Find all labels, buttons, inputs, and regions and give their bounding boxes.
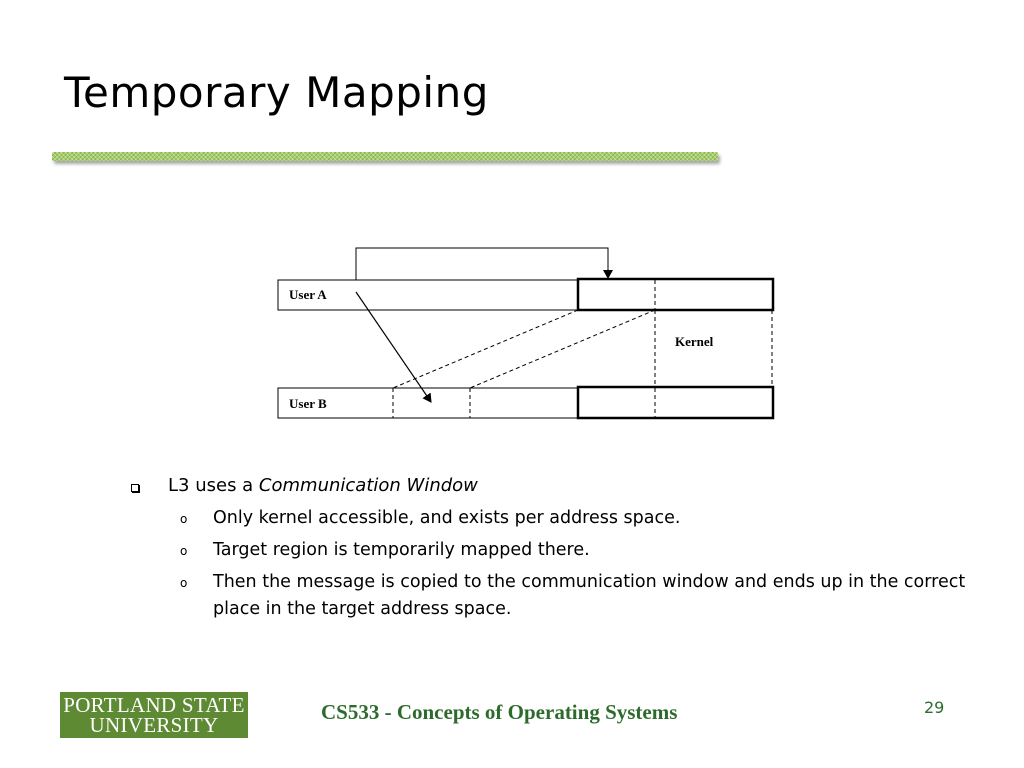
university-logo: PORTLAND STATE UNIVERSITY	[60, 692, 248, 738]
mapping-line-right	[469, 309, 656, 389]
logo-line-2: UNIVERSITY	[89, 713, 219, 737]
sub-bullet-text: Only kernel accessible, and exists per a…	[213, 508, 681, 528]
sub-bullet: o Target region is temporarily mapped th…	[128, 537, 988, 564]
sub-bullet-text: Target region is temporarily mapped ther…	[213, 540, 590, 560]
circle-bullet-icon: o	[180, 576, 188, 590]
copy-arrow	[355, 291, 432, 403]
bullet-list: L3 uses a Communication Window o Only ke…	[128, 473, 988, 628]
bracket-arrow	[355, 247, 613, 280]
user-b-kernel-region	[576, 385, 775, 420]
bullet-main: L3 uses a Communication Window	[128, 473, 988, 499]
circle-bullet-icon: o	[180, 544, 188, 558]
bullet-main-emphasis: Communication Window	[258, 475, 478, 496]
logo-line-1: PORTLAND STATE	[63, 693, 245, 717]
sub-bullet-text: Then the message is copied to the commun…	[213, 572, 966, 619]
user-a-bar	[277, 279, 579, 311]
course-title: CS533 - Concepts of Operating Systems	[321, 700, 678, 724]
sub-bullet: o Then the message is copied to the comm…	[128, 569, 988, 623]
user-a-kernel-region	[576, 277, 775, 312]
page-number: 29	[924, 698, 945, 717]
circle-bullet-icon: o	[180, 512, 188, 526]
square-bullet-icon	[131, 484, 139, 492]
mapping-line-left	[392, 309, 579, 389]
user-a-label: User A	[289, 287, 327, 302]
user-b-label: User B	[289, 396, 327, 411]
slide-title: Temporary Mapping	[64, 68, 489, 117]
kernel-label: Kernel	[675, 334, 714, 349]
sub-bullet: o Only kernel accessible, and exists per…	[128, 505, 988, 532]
title-underline	[52, 152, 718, 161]
bullet-main-prefix: L3 uses a	[168, 475, 259, 496]
